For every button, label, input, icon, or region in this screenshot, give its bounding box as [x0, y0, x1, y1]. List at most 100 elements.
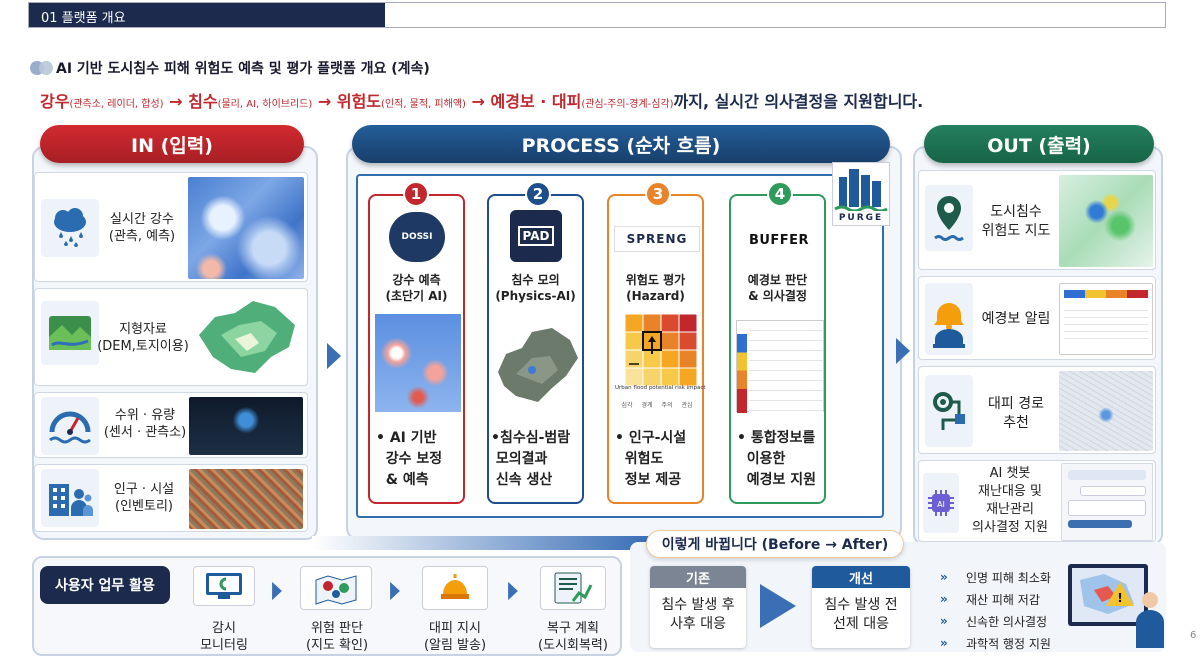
benefit-text: 재산 피해 저감	[966, 592, 1040, 607]
page-number: 6	[1190, 630, 1197, 641]
map-pin-icon	[925, 185, 973, 251]
chatbot-screen-image	[1061, 463, 1153, 541]
section-header: 01 플랫폼 개요	[28, 2, 1166, 28]
task-evacuation-order-label: 대피 지시 (알림 발송)	[423, 621, 487, 653]
step-4-card: BUFFER 예경보 판단 & 의사결정 • 통합정보를 이용한 예경보 지원	[729, 194, 826, 504]
out-card-alert: 예경보 알림	[918, 276, 1156, 360]
flood-simulation-image	[492, 318, 582, 408]
alarm-bell-icon	[925, 283, 973, 355]
step-1-number: 1	[403, 181, 429, 207]
after-head: 개선	[812, 566, 910, 588]
in-card-waterlevel: 수위 · 유량 (센서 · 관측소)	[34, 392, 308, 458]
in-terrain-label: 지형자료 (DEM,토지이용)	[97, 322, 189, 354]
monitor-icon	[193, 566, 255, 606]
after-body: 침수 발생 전 선제 대응	[824, 597, 898, 632]
dossi-logo: DOSSI	[389, 212, 445, 262]
change-title: 이렇게 바뀝니다 (Before → After)	[646, 530, 904, 558]
subtitle-arrow: →	[163, 92, 189, 111]
pad-logo-text: PAD	[517, 226, 555, 246]
risk-level-label: 경계	[641, 402, 653, 409]
title-bullet-icon	[30, 61, 53, 75]
risk-matrix-chart: Urban flood potential risk impact	[615, 313, 706, 398]
step-4-title: 예경보 판단 & 의사결정	[747, 273, 808, 303]
subtitle-arrow: →	[312, 92, 337, 111]
subtitle-rain-detail: (관측소, 레이더, 합성)	[69, 99, 164, 110]
subtitle-warning: 예경보 · 대피	[490, 92, 582, 111]
in-title: IN (입력)	[40, 125, 304, 163]
step-2-title: 침수 모의 (Physics-AI)	[495, 273, 576, 303]
gauge-icon	[41, 397, 99, 455]
out-evacuation-label: 대피 경로 추천	[988, 396, 1044, 431]
bottom-connector	[312, 536, 648, 550]
out-card-chatbot: AI AI 챗봇 재난대응 및 재난관리 의사결정 지원	[918, 460, 1156, 542]
user-usage-label: 사용자 업무 활용	[40, 566, 170, 604]
buffer-logo: BUFFER	[748, 232, 810, 248]
task-risk-judgment-label: 위험 판단 (지도 확인)	[305, 621, 369, 653]
terrain-icon	[41, 301, 99, 365]
in-rainfall-label: 실시간 강수 (관측, 예측)	[108, 212, 176, 244]
out-card-riskmap: 도시침수 위험도 지도	[918, 170, 1156, 270]
benefit-text: 인명 피해 최소화	[966, 570, 1051, 585]
chevron-right-icon: »	[940, 592, 948, 606]
flow-arrow-icon	[390, 581, 400, 601]
flow-arrow-icon	[272, 581, 282, 601]
step-3-title: 위험도 평가 (Hazard)	[625, 273, 686, 303]
risk-level-labels: 심각 경계 주의 관심	[617, 400, 697, 409]
task-recovery-label: 복구 계획 (도시회복력)	[538, 621, 608, 653]
out-card-evacuation: 대피 경로 추천	[918, 366, 1156, 454]
step-3-number: 3	[645, 181, 671, 207]
step-1-title: 강수 예측 (초단기 AI)	[385, 273, 448, 303]
building-people-icon	[41, 469, 99, 527]
step-3-body: • 인구-시설 위험도 정보 제공	[615, 430, 687, 488]
subtitle-flood: 침수	[188, 92, 218, 111]
evacuation-map-image	[1059, 371, 1153, 451]
alarm-icon	[422, 566, 488, 610]
risk-level-label: 심각	[621, 402, 633, 409]
out-title: OUT (출력)	[924, 125, 1154, 163]
subtitle-warning-detail: (관심-주의-경계-심각)	[581, 99, 674, 110]
risk-level-label: 관심	[681, 402, 693, 409]
subtitle-rain: 강우	[40, 92, 70, 111]
benefit-item: » 인명 피해 최소화	[940, 566, 1060, 588]
benefit-item: » 재산 피해 저감	[940, 588, 1060, 610]
satellite-image	[189, 469, 303, 529]
chevron-right-icon: »	[940, 570, 948, 584]
pad-logo: PAD	[510, 210, 562, 262]
chevron-right-icon: »	[940, 614, 948, 628]
task-monitoring-label: 감시 모니터링	[200, 621, 248, 653]
subtitle: 강우(관측소, 레이더, 합성) → 침수(물리, AI, 하이브리드) → 위…	[40, 88, 923, 112]
benefits-list: »인명 피해 최소화 »재산 피해 저감 »신속한 의사결정 »과학적 행정 지…	[940, 566, 1060, 654]
svg-text:!: !	[1117, 591, 1122, 605]
before-body: 침수 발생 후 사후 대응	[661, 597, 735, 632]
svg-text:AI: AI	[937, 500, 945, 509]
step-1-card: DOSSI 강수 예측 (초단기 AI) • AI 기반 강수 보정 & 예측	[368, 194, 465, 504]
step-2-card: PAD 침수 모의 (Physics-AI) •침수심-범람 모의결과 신속 생…	[487, 194, 584, 504]
in-population-label: 인구 · 시설 (인벤토리)	[113, 482, 175, 514]
subtitle-arrow: →	[465, 92, 491, 111]
spreng-logo: SPRENG	[614, 226, 700, 252]
out-alert-label: 예경보 알림	[981, 311, 1051, 327]
terrain-map-image	[191, 295, 303, 379]
flow-arrow-icon	[508, 581, 518, 601]
step-2-body: •침수심-범람 모의결과 신속 생산	[491, 430, 571, 488]
page-title-text: AI 기반 도시침수 피해 위험도 예측 및 평가 플랫폼 개요 (계속)	[56, 61, 430, 77]
in-card-population: 인구 · 시설 (인벤토리)	[34, 464, 308, 532]
subtitle-risk-detail: (인적, 물적, 피해액)	[381, 99, 466, 110]
rainfall-forecast-image	[375, 314, 461, 412]
step-4-body: • 통합정보를 이용한 예경보 지원	[737, 430, 817, 488]
in-card-rainfall: 실시간 강수 (관측, 예측)	[34, 172, 308, 282]
after-card: 개선 침수 발생 전 선제 대응	[812, 566, 910, 648]
risk-map-icon	[300, 566, 372, 610]
before-card: 기존 침수 발생 후 사후 대응	[650, 566, 746, 648]
subtitle-risk: 위험도	[336, 92, 382, 111]
risk-level-label: 주의	[661, 402, 673, 409]
section-title: 01 플랫폼 개요	[41, 11, 126, 26]
risk-map-image	[1059, 175, 1153, 267]
step-2-number: 2	[525, 181, 551, 207]
before-head: 기존	[650, 566, 746, 588]
sensor-dashboard-image	[189, 397, 303, 455]
route-gear-icon	[925, 375, 973, 447]
subtitle-tail: 까지, 실시간 의사결정을 지원합니다.	[673, 92, 924, 111]
before-after-arrow-icon	[760, 584, 796, 628]
ai-chip-icon: AI	[923, 473, 959, 533]
